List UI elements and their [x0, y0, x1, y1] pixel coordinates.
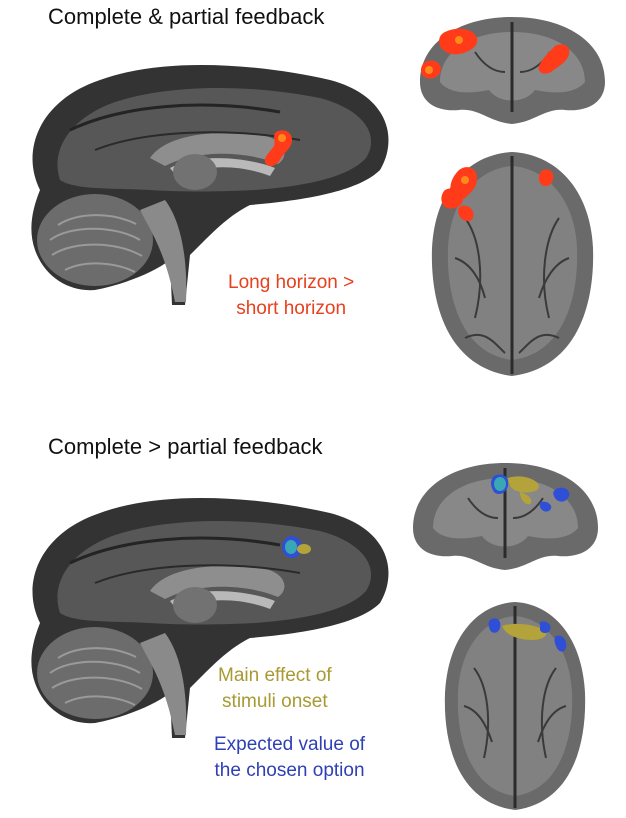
activation-cluster — [491, 474, 570, 512]
panel-complete-vs-partial: Complete > partial feedback — [0, 418, 626, 818]
panel-title: Complete & partial feedback — [48, 4, 325, 29]
panel-title: Complete > partial feedback — [48, 434, 323, 459]
panel-complete-partial: Complete & partial feedback — [0, 0, 626, 400]
activation-cluster — [488, 618, 567, 652]
axial-brain-slice — [431, 152, 594, 376]
caption-line: Long horizon > — [228, 272, 355, 293]
sagittal-brain-slice — [31, 497, 389, 738]
caption-line: Expected value of — [214, 734, 366, 755]
expected-value-caption: Expected value of the chosen option — [214, 732, 365, 784]
sagittal-brain-slice — [31, 64, 389, 306]
caption-line: the chosen option — [214, 760, 365, 781]
activation-cluster — [420, 28, 570, 79]
activation-cluster — [441, 167, 554, 221]
cerebellum — [37, 627, 153, 719]
activation-cluster — [282, 536, 311, 558]
cerebellum — [37, 194, 153, 286]
caption-line: stimuli onset — [222, 691, 328, 712]
caption-line: Main effect of — [218, 665, 332, 686]
axial-brain-slice — [444, 602, 586, 810]
caption-line: short horizon — [236, 298, 347, 319]
coronal-brain-slice — [413, 463, 598, 570]
stimuli-onset-caption: Main effect of stimuli onset — [218, 663, 332, 715]
activation-cluster — [264, 130, 292, 167]
coronal-brain-slice — [420, 17, 605, 124]
contrast-caption: Long horizon > short horizon — [228, 270, 354, 322]
